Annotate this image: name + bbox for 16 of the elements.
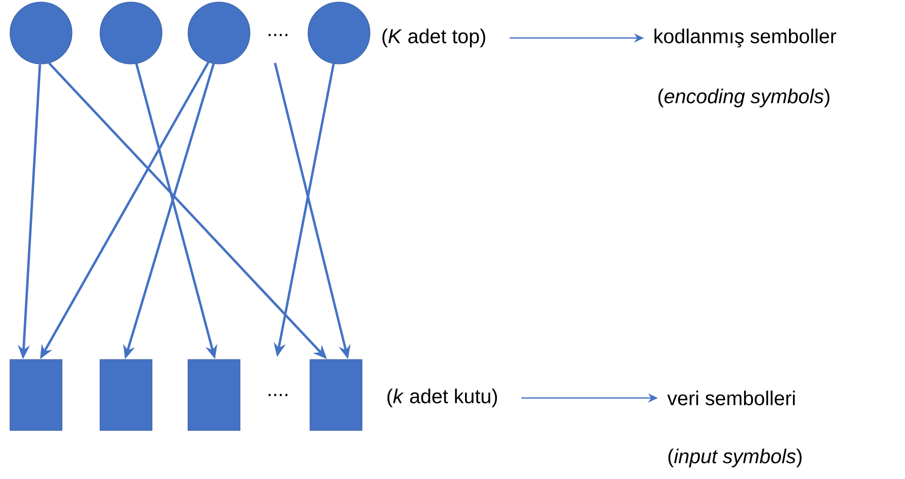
- square-node: [188, 359, 240, 431]
- annotation-text: (encoding symbols): [658, 88, 830, 108]
- node-text: (K adet top): [382, 28, 486, 48]
- node-text: kodlanmış semboller: [654, 28, 836, 48]
- square-node: [10, 359, 62, 431]
- square-node: [100, 359, 152, 431]
- circle-node: [188, 2, 250, 64]
- ellipsis-text: ....: [268, 394, 288, 396]
- square-node: [310, 359, 362, 431]
- circle-node: [100, 2, 162, 64]
- annotation-text: (input symbols): [668, 448, 802, 468]
- circle-node: [10, 2, 72, 64]
- node-text: veri sembolleri: [667, 390, 795, 406]
- ellipsis-text: ....: [268, 34, 288, 36]
- node-text: (k adet kutu): [387, 388, 497, 408]
- circle-node: [308, 2, 370, 64]
